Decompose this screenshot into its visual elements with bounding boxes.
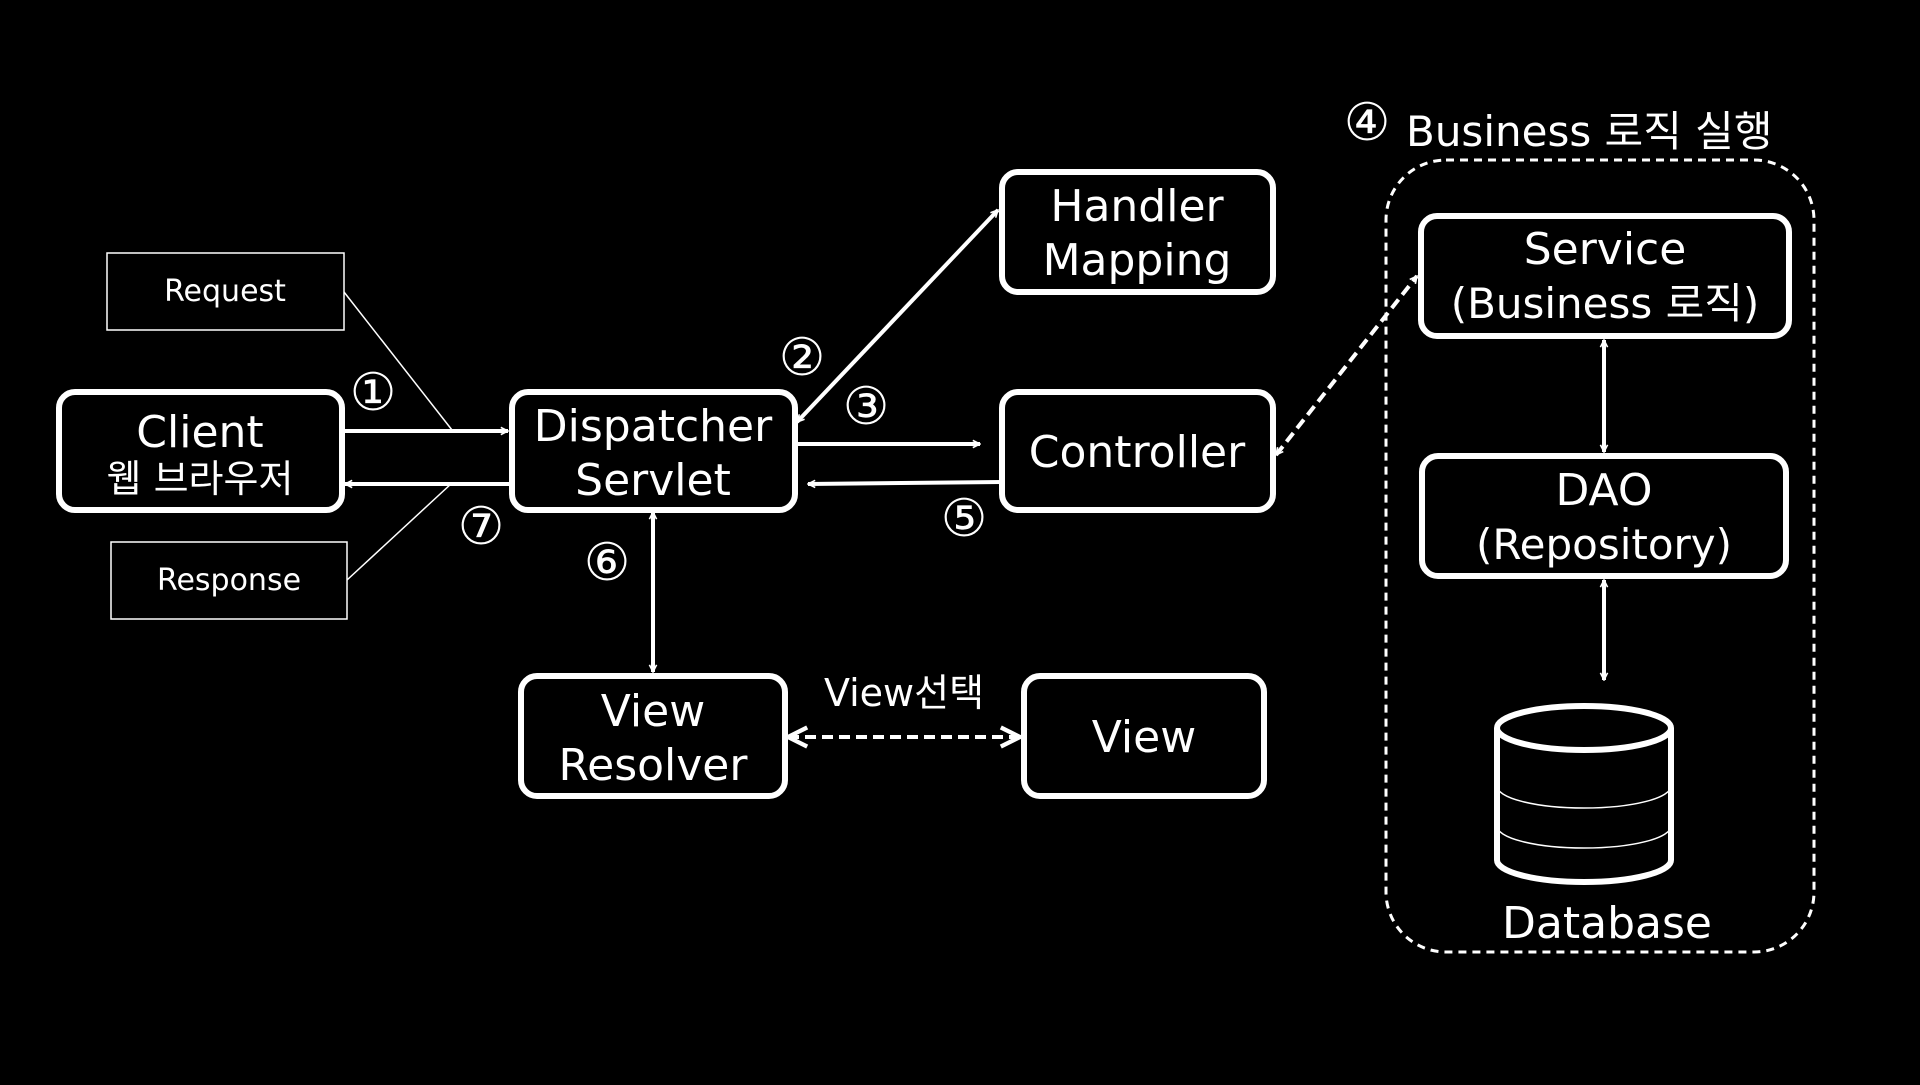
view-resolver-box bbox=[518, 673, 788, 799]
client-subtitle: 웹 브라우저 bbox=[107, 457, 294, 501]
request-label-box bbox=[106, 252, 345, 331]
dao-subtitle: (Repository) bbox=[1476, 520, 1732, 569]
database-icon bbox=[1494, 703, 1674, 885]
database-label: Database bbox=[1502, 898, 1712, 949]
view-select-label: View선택 bbox=[824, 671, 984, 715]
step-3-marker: ③ bbox=[843, 377, 890, 437]
handler-mapping-subtitle: Mapping bbox=[1043, 235, 1232, 286]
handler-mapping-title: Handler bbox=[1050, 181, 1224, 232]
step-5-marker: ⑤ bbox=[941, 489, 988, 549]
dispatcher-subtitle: Servlet bbox=[575, 455, 731, 506]
dispatcher-servlet-box bbox=[509, 389, 798, 513]
view-resolver-subtitle: Resolver bbox=[559, 740, 749, 791]
dao-box bbox=[1419, 453, 1789, 579]
response-label: Response bbox=[157, 563, 301, 598]
controller-box bbox=[999, 389, 1276, 513]
dispatcher-title: Dispatcher bbox=[534, 401, 773, 452]
service-subtitle: (Business 로직) bbox=[1451, 279, 1760, 328]
step-2-marker: ② bbox=[779, 328, 826, 388]
arrow-from-controller bbox=[808, 482, 1003, 484]
client-box bbox=[56, 389, 345, 513]
view-title: View bbox=[1092, 712, 1196, 763]
view-resolver-title: View bbox=[601, 686, 705, 737]
handler-mapping-box bbox=[999, 169, 1276, 295]
arrow-handler-mapping bbox=[795, 208, 1000, 424]
arrow-controller-service bbox=[1274, 276, 1419, 455]
business-logic-group bbox=[1384, 158, 1816, 954]
client-title: Client bbox=[136, 407, 263, 458]
step-6-marker: ⑥ bbox=[584, 533, 631, 593]
business-group-label: Business 로직 실행 bbox=[1406, 107, 1772, 156]
step-7-marker: ⑦ bbox=[458, 497, 505, 557]
response-leader-line bbox=[346, 482, 453, 581]
step-4-marker: ④ bbox=[1344, 93, 1391, 153]
step-1-marker: ① bbox=[350, 363, 397, 423]
request-label: Request bbox=[164, 274, 286, 309]
response-label-box bbox=[110, 541, 348, 620]
dao-title: DAO bbox=[1555, 465, 1652, 516]
request-leader-line bbox=[343, 291, 453, 431]
service-title: Service bbox=[1524, 224, 1687, 275]
view-box bbox=[1021, 673, 1267, 799]
controller-title: Controller bbox=[1029, 427, 1246, 478]
service-box bbox=[1418, 213, 1792, 339]
